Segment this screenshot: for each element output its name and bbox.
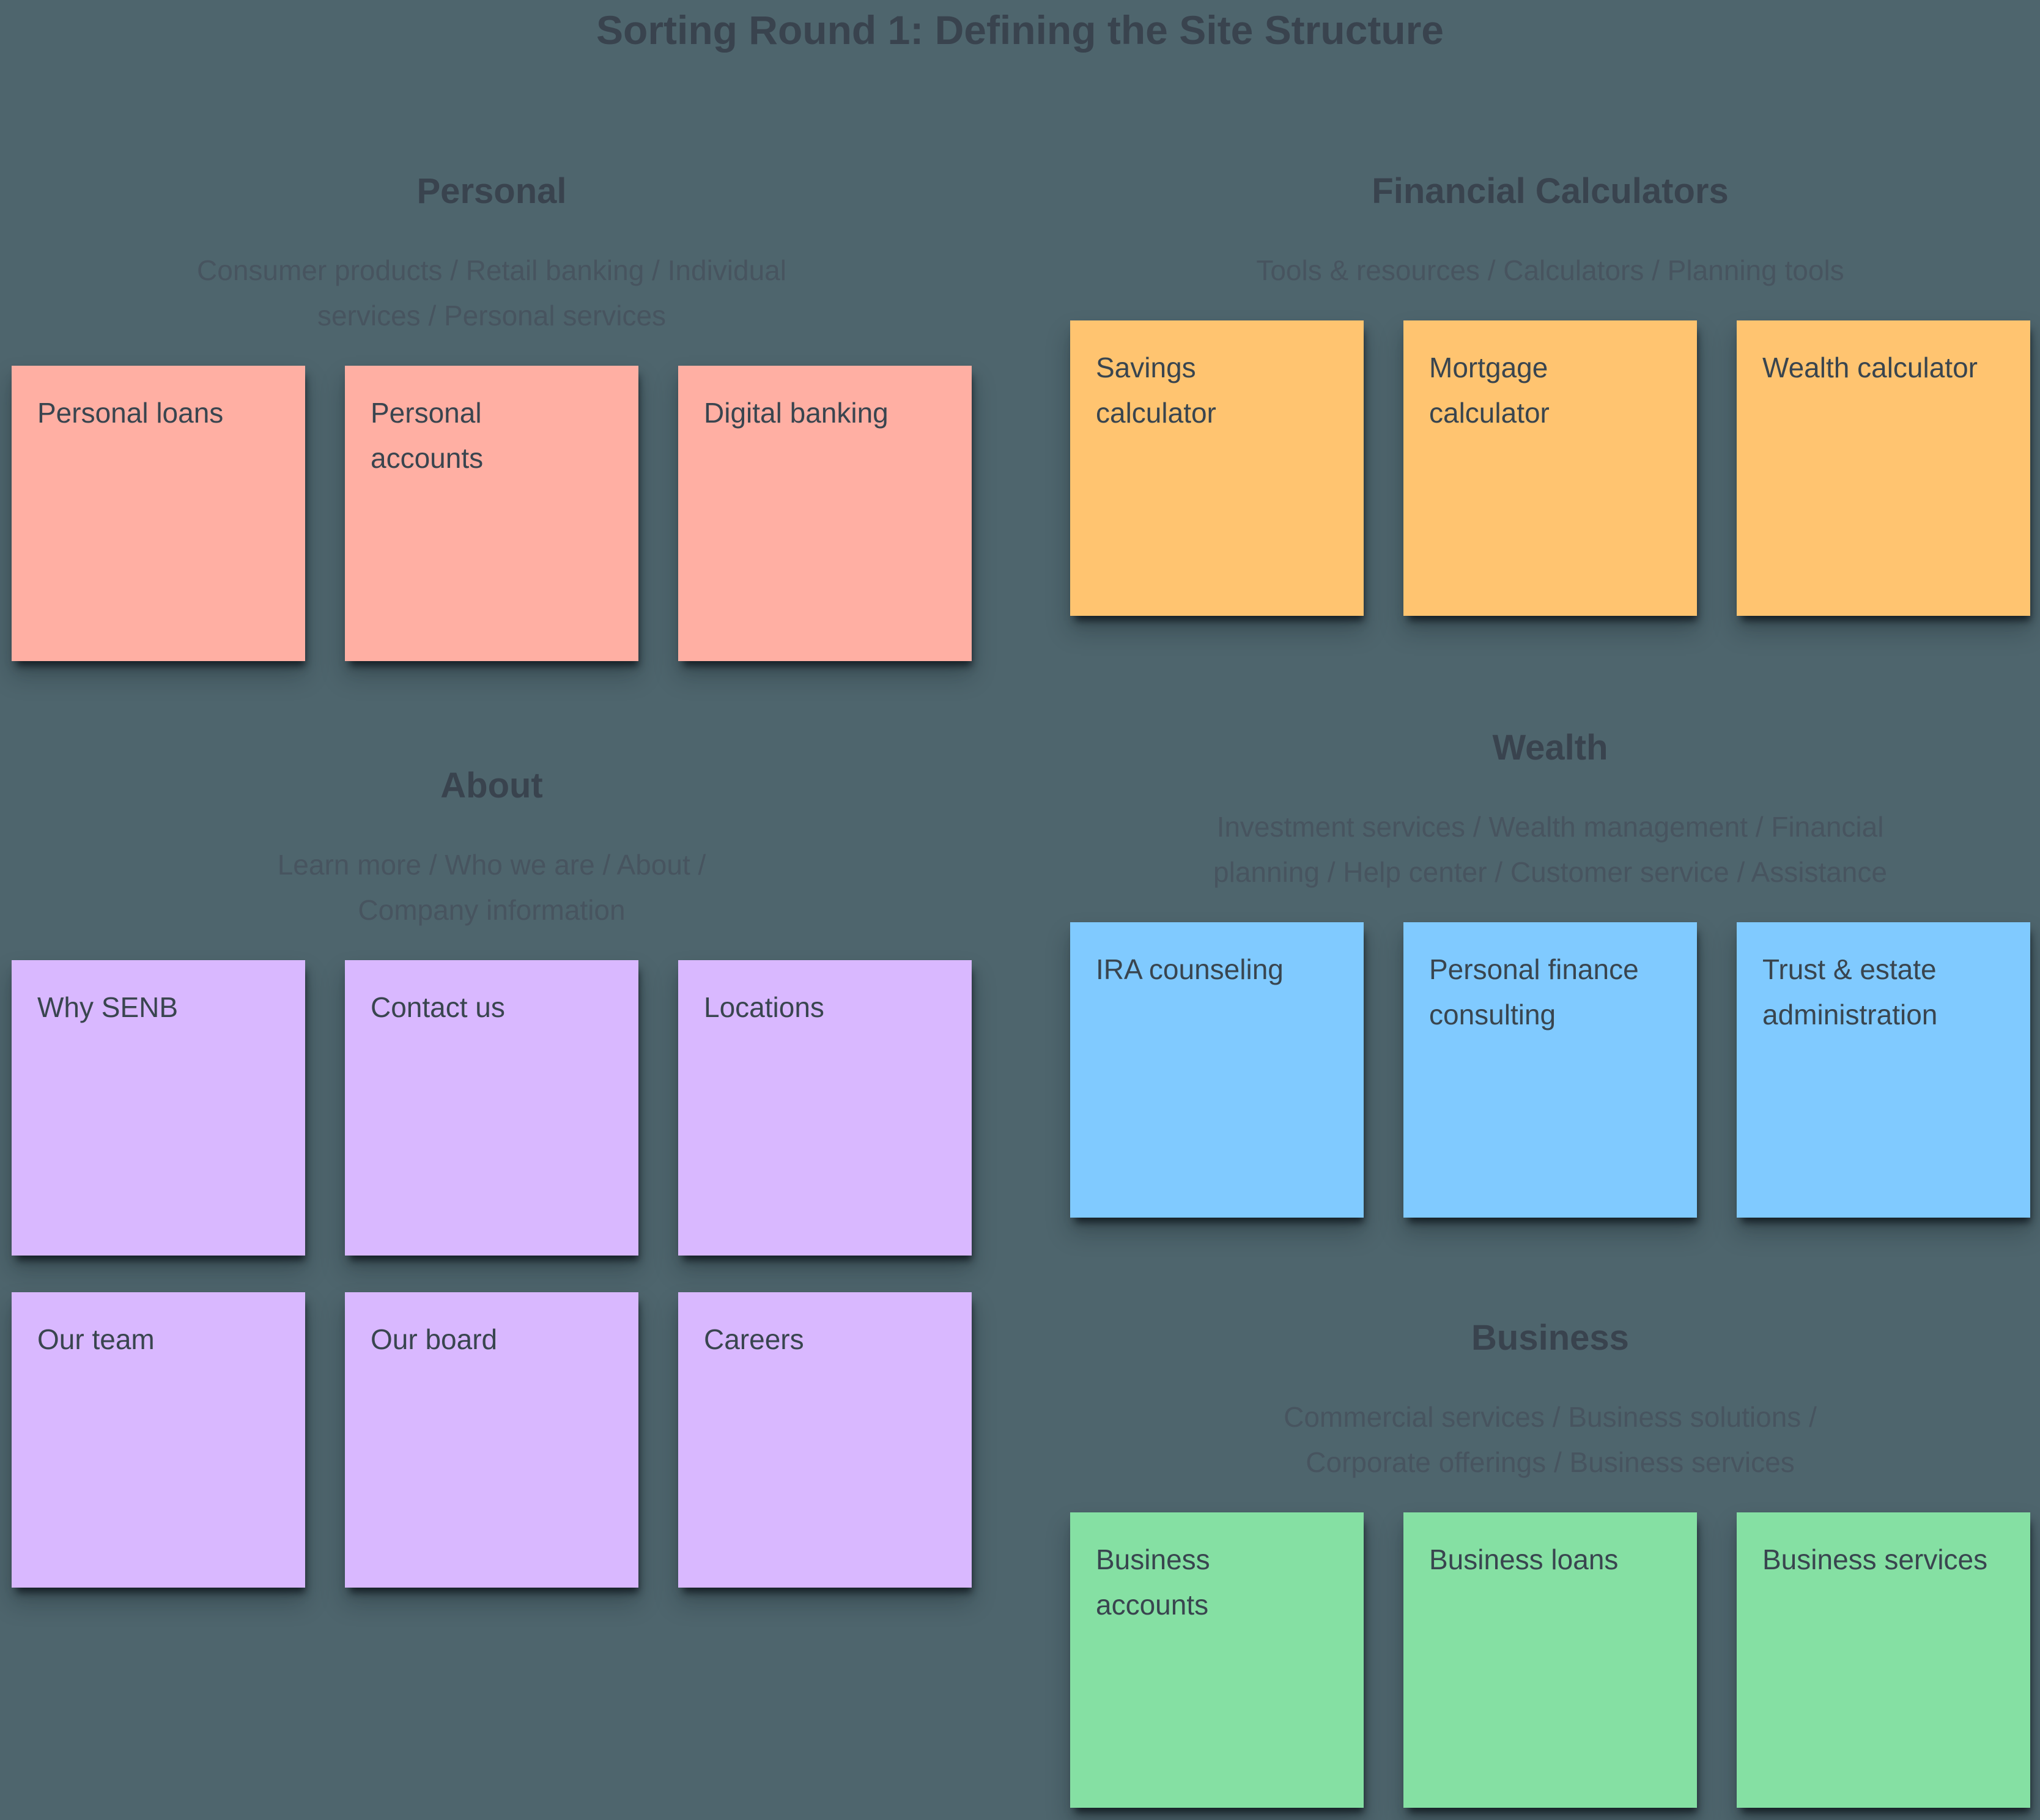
sticky-card-label: Mortgage calculator (1429, 352, 1550, 429)
board-title: Sorting Round 1: Defining the Site Struc… (596, 7, 1444, 53)
sticky-card-label: Personal loans (37, 397, 224, 429)
sticky-card[interactable]: Wealth calculator (1737, 320, 2030, 616)
group-wealth-subtitle: Investment services / Wealth management … (1213, 811, 1887, 888)
sticky-card-label: Trust & estate administration (1762, 953, 1938, 1030)
sticky-card[interactable]: Locations (678, 960, 972, 1256)
group-wealth: Wealth Investment services / Wealth mana… (1070, 725, 2030, 1218)
group-financial-calculators-title: Financial Calculators (1372, 171, 1729, 211)
group-about-subtitle: Learn more / Who we are / About / Compan… (277, 849, 706, 926)
sticky-card-label: Contact us (371, 991, 505, 1023)
sticky-card[interactable]: IRA counseling (1070, 922, 1364, 1218)
group-about-title: About (440, 766, 543, 805)
sticky-card-label: Personal finance consulting (1429, 953, 1639, 1030)
sticky-card-label: Our team (37, 1323, 155, 1355)
sticky-card-label: Business accounts (1096, 1544, 1210, 1621)
group-about: About Learn more / Who we are / About / … (12, 763, 972, 1588)
sticky-card-label: Business services (1762, 1544, 1988, 1575)
sticky-card[interactable]: Digital banking (678, 366, 972, 661)
sticky-card-label: Locations (704, 991, 824, 1023)
group-personal-title: Personal (416, 171, 567, 211)
sticky-card-label: Why SENB (37, 991, 179, 1023)
sticky-card[interactable]: Why SENB (12, 960, 305, 1256)
sticky-card[interactable]: Business services (1737, 1512, 2030, 1808)
sticky-card-label: Digital banking (704, 397, 889, 429)
group-business: Business Commercial services / Business … (1070, 1315, 2030, 1808)
sticky-card-label: Wealth calculator (1762, 352, 1978, 383)
sticky-card[interactable]: Personal accounts (345, 366, 638, 661)
group-wealth-title: Wealth (1492, 728, 1608, 768)
sticky-card-label: Business loans (1429, 1544, 1619, 1575)
sticky-card-label: Savings calculator (1096, 352, 1216, 429)
sticky-card[interactable]: Savings calculator (1070, 320, 1364, 616)
sticky-card[interactable]: Personal loans (12, 366, 305, 661)
group-personal-subtitle: Consumer products / Retail banking / Ind… (197, 254, 786, 331)
group-business-subtitle: Commercial services / Business solutions… (1284, 1401, 1817, 1478)
sticky-card[interactable]: Personal finance consulting (1403, 922, 1697, 1218)
sticky-card-label: Careers (704, 1323, 804, 1355)
sticky-card[interactable]: Trust & estate administration (1737, 922, 2030, 1218)
sticky-card[interactable]: Business loans (1403, 1512, 1697, 1808)
group-wealth-cards: IRA counseling Personal finance consultin… (1070, 922, 2030, 1218)
sticky-card[interactable]: Business accounts (1070, 1512, 1364, 1808)
sticky-card[interactable]: Mortgage calculator (1403, 320, 1697, 616)
group-business-cards: Business accounts Business loans Business … (1070, 1512, 2030, 1808)
group-financial-calculators: Financial Calculators Tools & resources … (1070, 168, 2030, 616)
group-financial-calculators-cards: Savings calculator Mortgage calculator Wea… (1070, 320, 2030, 616)
group-personal-cards: Personal loans Personal accounts Digital b… (12, 366, 972, 661)
group-financial-calculators-subtitle: Tools & resources / Calculators / Planni… (1256, 254, 1844, 286)
sticky-card-label: Personal accounts (371, 397, 484, 474)
sticky-card[interactable]: Our board (345, 1292, 638, 1588)
sticky-card[interactable]: Our team (12, 1292, 305, 1588)
group-personal: Personal Consumer products / Retail bank… (12, 168, 972, 661)
sticky-card[interactable]: Contact us (345, 960, 638, 1256)
sticky-card-label: Our board (371, 1323, 498, 1355)
sticky-card[interactable]: Careers (678, 1292, 972, 1588)
sticky-card-label: IRA counseling (1096, 953, 1284, 985)
group-business-title: Business (1471, 1318, 1629, 1358)
